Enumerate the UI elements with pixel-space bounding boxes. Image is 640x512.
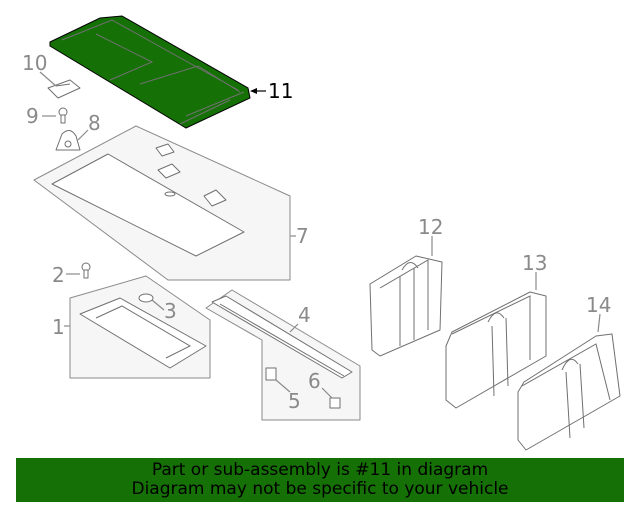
leader-10 [39, 71, 57, 87]
part-7-floor-panel[interactable] [33, 125, 291, 281]
callout-13[interactable]: 13 [522, 251, 547, 275]
callout-8[interactable]: 8 [88, 111, 101, 135]
callout-3[interactable]: 3 [164, 299, 177, 323]
part-5-clip[interactable] [265, 367, 277, 381]
callout-4[interactable]: 4 [298, 303, 311, 327]
part-9-clip[interactable] [58, 107, 68, 124]
part-12-storage-bag[interactable] [369, 255, 443, 357]
leader-8 [77, 129, 89, 141]
leader-11-arrow [250, 88, 257, 94]
part-13-storage-bag[interactable] [445, 291, 547, 409]
part-6-plug[interactable] [329, 397, 341, 409]
part-8-hook[interactable] [55, 130, 81, 151]
part-10-bracket[interactable] [47, 79, 81, 99]
part-14-storage-bag[interactable] [517, 333, 621, 451]
part-2-screw[interactable] [81, 262, 91, 279]
callout-5[interactable]: 5 [288, 389, 301, 413]
part-1-storage-tray[interactable] [69, 275, 211, 379]
banner-line-2: Diagram may not be specific to your vehi… [131, 479, 509, 499]
callout-12[interactable]: 12 [418, 215, 443, 239]
leader-4 [289, 323, 299, 333]
info-banner: Part or sub-assembly is #11 in diagram D… [16, 458, 624, 502]
callout-11[interactable]: 11 [268, 79, 293, 103]
parts-diagram: 11 10 9 8 7 2 1 [22, 15, 621, 451]
callout-2[interactable]: 2 [52, 263, 65, 287]
leader-14 [597, 313, 601, 333]
part-11-cargo-cover[interactable] [49, 15, 251, 129]
callout-1[interactable]: 1 [52, 315, 65, 339]
leader-3 [151, 299, 165, 311]
leader-5 [275, 379, 291, 393]
callout-14[interactable]: 14 [586, 293, 611, 317]
banner-line-1: Part or sub-assembly is #11 in diagram [151, 460, 489, 480]
callout-9[interactable]: 9 [26, 104, 39, 128]
leader-6 [321, 387, 333, 399]
part-4-trim-strip[interactable] [205, 289, 361, 421]
callout-6[interactable]: 6 [308, 369, 321, 393]
callout-7[interactable]: 7 [296, 224, 309, 248]
callout-10[interactable]: 10 [22, 51, 47, 75]
